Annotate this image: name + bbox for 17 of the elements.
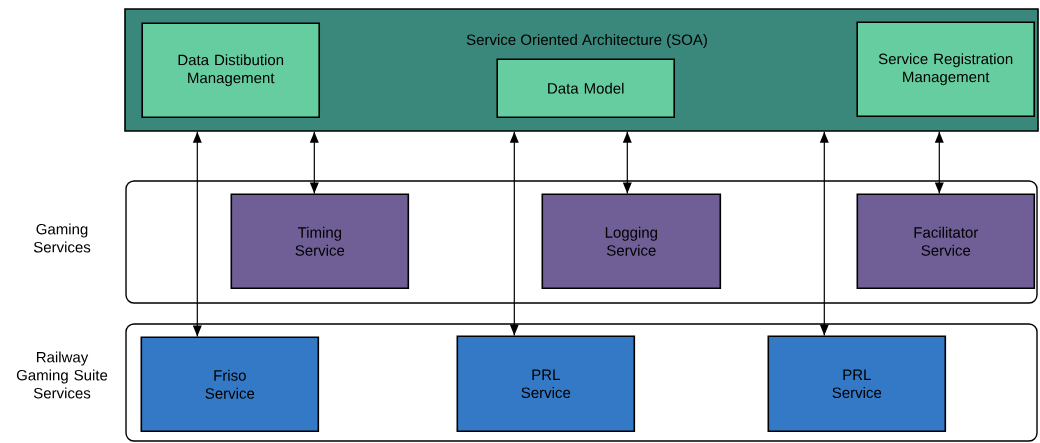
layer-label: Railway Gaming Suite Services: [16, 351, 108, 399]
arrow: [934, 131, 944, 195]
service-box: PRL Service: [456, 335, 636, 433]
service-box: Logging Service: [541, 193, 722, 290]
component-box: Service Registration Management: [856, 21, 1035, 117]
arrow: [819, 131, 829, 337]
arrow: [622, 131, 632, 195]
component-box: Data Distibution Management: [141, 22, 320, 118]
arrow: [309, 131, 319, 195]
service-box: Friso Service: [140, 336, 320, 433]
service-box: Facilitator Service: [856, 193, 1036, 290]
layer-label: Gaming Services: [33, 223, 91, 253]
arrow: [192, 131, 202, 338]
service-box: PRL Service: [767, 335, 947, 433]
component-box: Data Model: [496, 58, 675, 118]
arrow: [509, 131, 519, 337]
service-box: Timing Service: [230, 193, 410, 290]
